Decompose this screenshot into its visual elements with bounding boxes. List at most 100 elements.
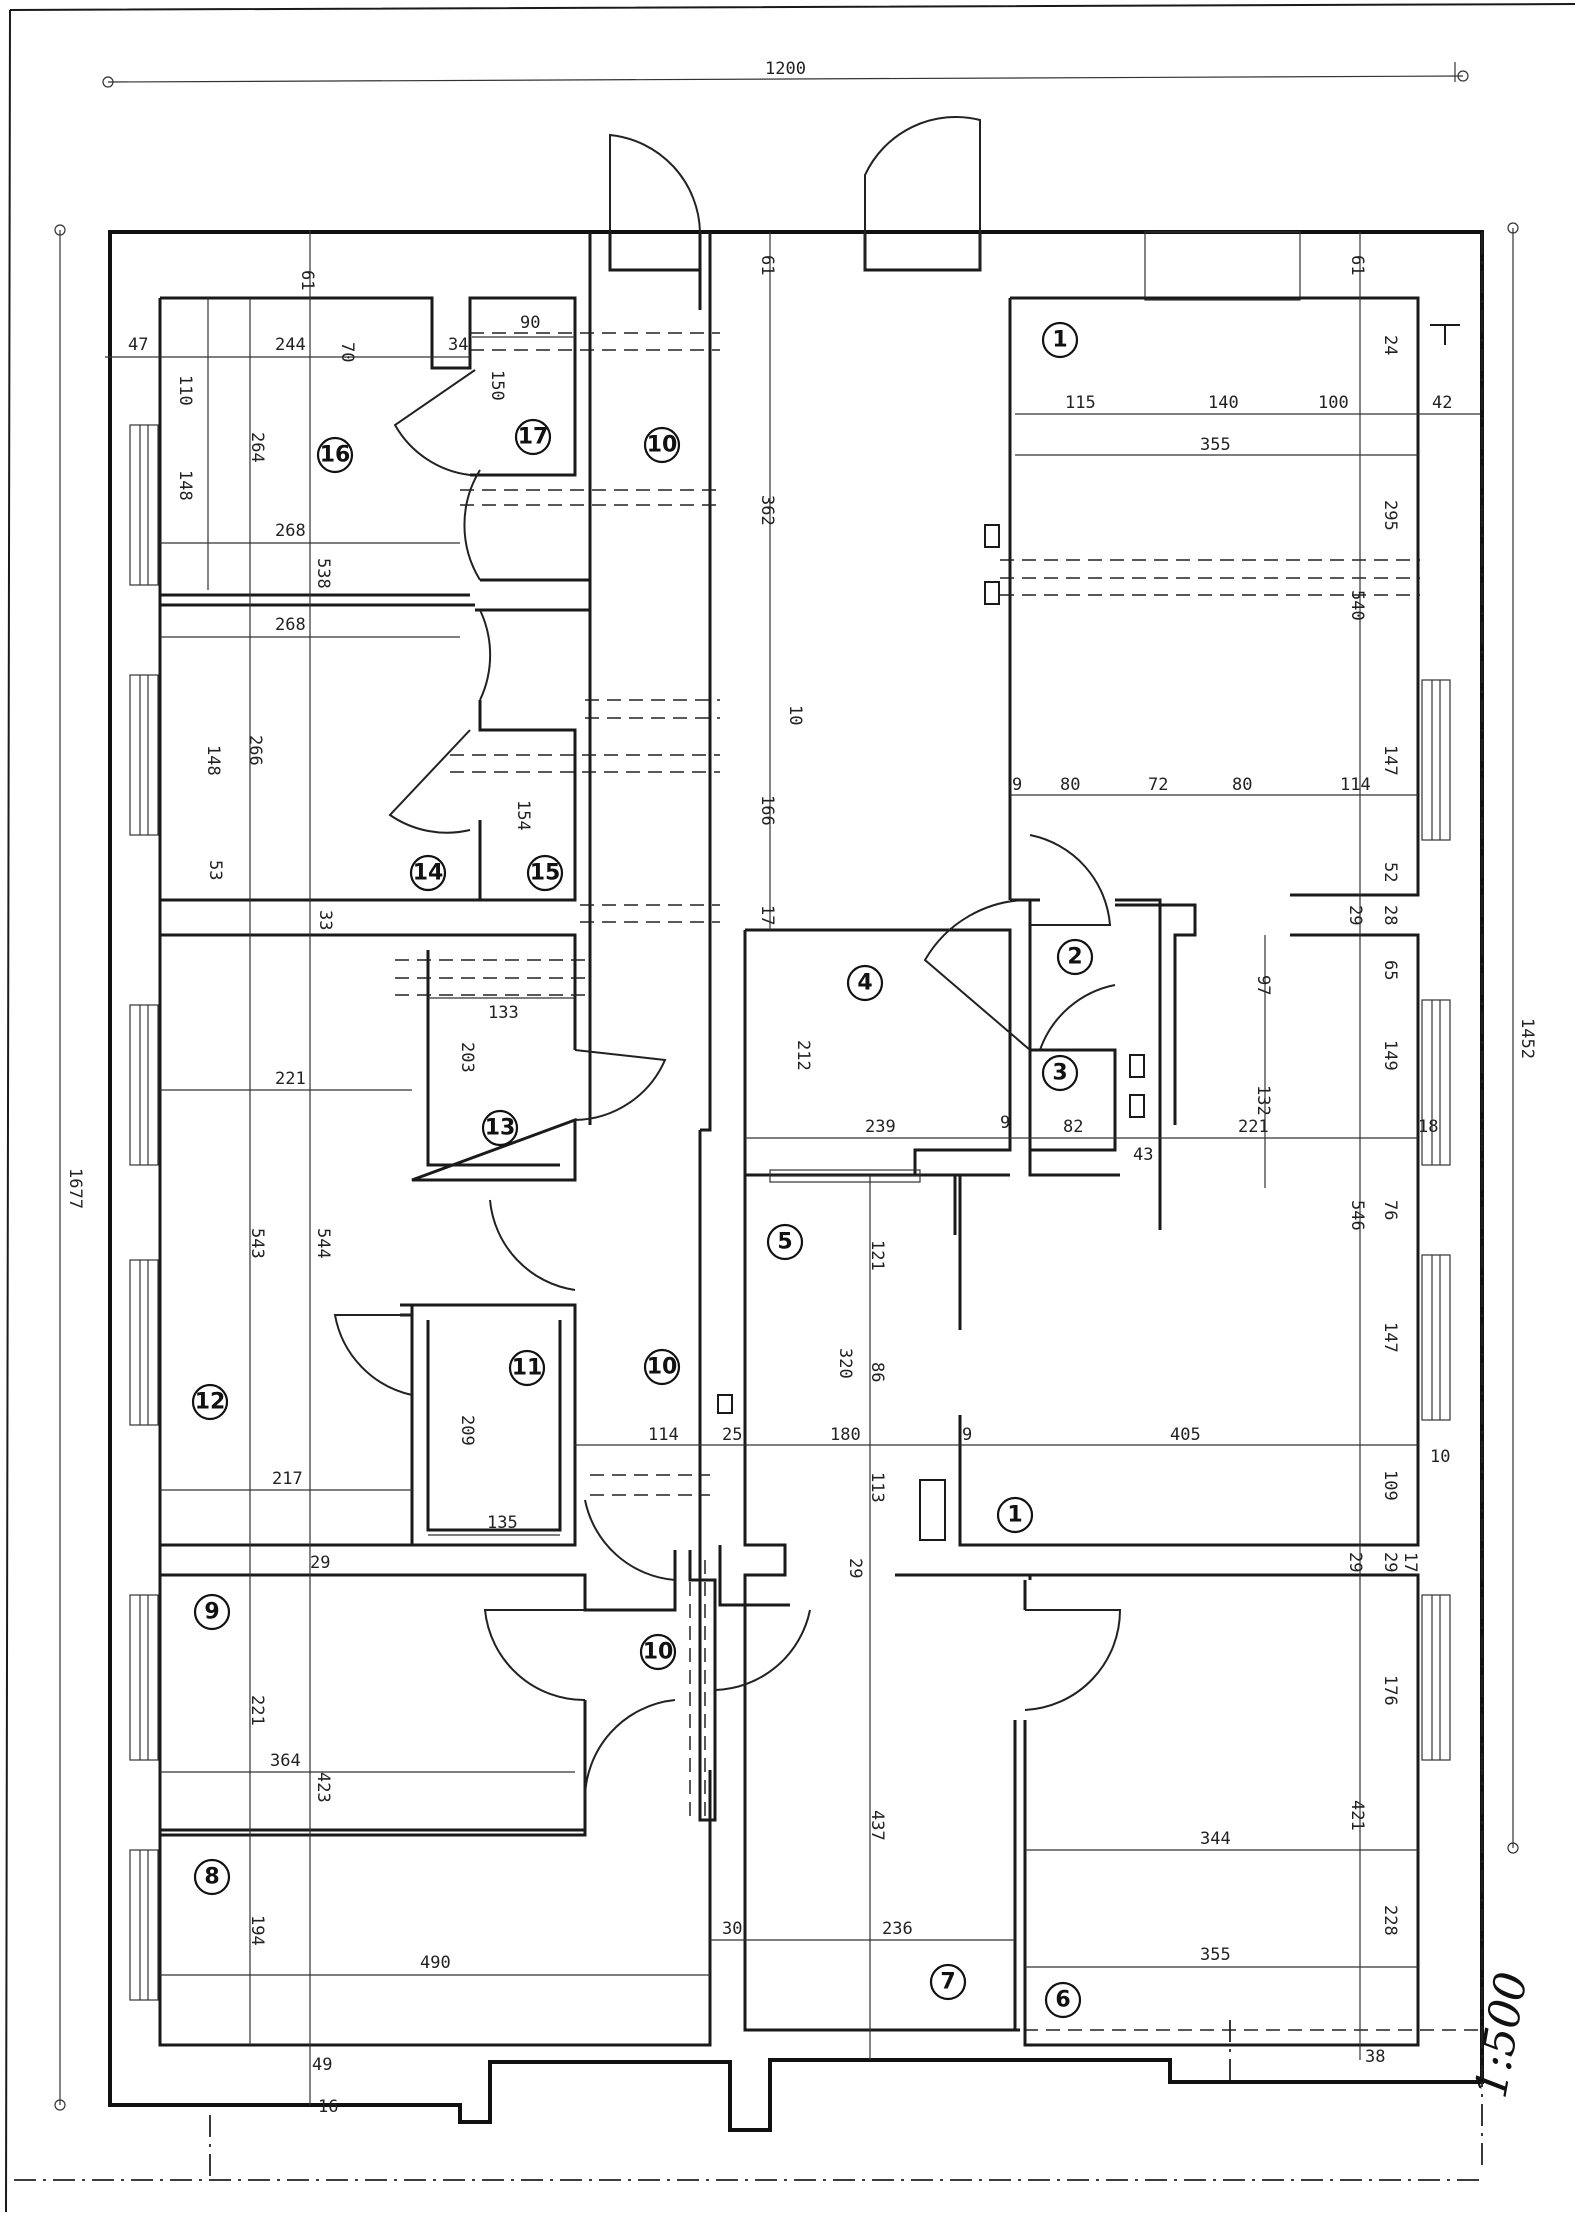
dim-label: 16 (318, 2097, 338, 2117)
room-12-walls (160, 933, 577, 1547)
dim-label: 268 (275, 521, 306, 541)
room-label-11: 11 (508, 1349, 546, 1387)
dim-label: 38 (1365, 2047, 1385, 2067)
dim-label: 212 (793, 1040, 813, 1071)
dim-label: 217 (272, 1469, 303, 1489)
room-11-walls (410, 1303, 577, 1547)
svg-text:13: 13 (485, 1116, 516, 1141)
dim-label: 17 (757, 905, 777, 925)
room-label-16: 16 (316, 436, 354, 474)
svg-text:6: 6 (1055, 1988, 1070, 2013)
dim-label: 47 (128, 335, 148, 355)
room-label-10-bottom: 10 (639, 1633, 677, 1671)
dim-label: 76 (1380, 1200, 1400, 1220)
dim-label: 29 (310, 1553, 330, 1573)
room-3-walls (1030, 1048, 1117, 1152)
dim-label: 543 (247, 1228, 267, 1259)
room-label-2: 2 (1056, 938, 1094, 976)
svg-text:2: 2 (1067, 945, 1082, 970)
room-1-top-walls (1008, 296, 1420, 1175)
dim-label: 9 (1012, 775, 1022, 795)
svg-text:12: 12 (195, 1390, 226, 1415)
dim-label: 29 (1345, 905, 1365, 925)
windows-right (1144, 231, 1451, 1761)
dim-label: 268 (275, 615, 306, 635)
beam-lines (395, 332, 1420, 1820)
small-features (717, 324, 1460, 1541)
dim-label: 239 (865, 1117, 896, 1137)
dim-label: 135 (487, 1513, 518, 1533)
room-label-1-large: 1 (996, 1496, 1034, 1534)
dim-label: 148 (203, 745, 223, 776)
room-label-12: 12 (191, 1383, 229, 1421)
dim-label: 29 (1380, 1552, 1400, 1572)
svg-text:9: 9 (204, 1600, 219, 1625)
dim-label: 17 (1400, 1552, 1420, 1572)
dim-label: 61 (297, 270, 317, 290)
sheet-border (5, 3, 1576, 2213)
window-strip-4-5 (769, 1169, 921, 1183)
dim-label: 221 (247, 1695, 267, 1726)
dim-label: 1200 (765, 59, 806, 79)
dim-label: 244 (275, 335, 306, 355)
dim-label: 10 (1430, 1447, 1450, 1467)
dim-label: 490 (420, 1953, 451, 1973)
dim-label: 70 (337, 342, 357, 362)
dim-label: 29 (1345, 1552, 1365, 1572)
corridor-10-walls (588, 232, 712, 1610)
room-6-walls (900, 1573, 1420, 2047)
dim-label: 140 (1208, 393, 1239, 413)
corridor-10-lower (583, 1550, 717, 1822)
room-label-13: 13 (481, 1109, 519, 1147)
dim-label: 42 (1432, 393, 1452, 413)
dim-label: 28 (1380, 905, 1400, 925)
svg-text:10: 10 (647, 1355, 678, 1380)
room-label-3: 3 (1041, 1054, 1079, 1092)
dim-label: 546 (1347, 1200, 1367, 1231)
room-label-10-top: 10 (643, 426, 681, 464)
room-label-8: 8 (193, 1858, 231, 1896)
dim-label: 34 (448, 335, 468, 355)
dim-label: 221 (275, 1069, 306, 1089)
dim-label: 154 (513, 800, 533, 831)
dim-label: 133 (488, 1003, 519, 1023)
room-label-7: 7 (929, 1963, 967, 2001)
property-boundary (14, 232, 1483, 2181)
room-label-17: 17 (514, 418, 552, 456)
dim-label: 203 (457, 1042, 477, 1073)
room-17-walls (470, 296, 577, 477)
svg-text:10: 10 (647, 433, 678, 458)
dim-label: 362 (757, 495, 777, 526)
dim-label: 538 (313, 558, 333, 589)
svg-text:5: 5 (777, 1230, 792, 1255)
dim-label: 9 (1000, 1113, 1010, 1133)
dim-label: 29 (845, 1558, 865, 1578)
dimension-overall-width: 1200 (102, 59, 1469, 88)
dim-label: 295 (1380, 500, 1400, 531)
dim-label: 52 (1380, 862, 1400, 882)
dim-label: 421 (1347, 1800, 1367, 1831)
room-7-walls (743, 1573, 1030, 2032)
room-1-large-walls (958, 933, 1420, 1547)
dim-label: 264 (247, 432, 267, 463)
dim-label: 355 (1200, 435, 1231, 455)
dim-label: 221 (1238, 1117, 1269, 1137)
dimension-lines (105, 230, 1480, 2105)
dim-label: 18 (1418, 1117, 1438, 1137)
dim-label: 209 (457, 1415, 477, 1446)
room-2-walls (1028, 900, 1197, 1177)
scale-label: 1:500 (1466, 1968, 1538, 2102)
dim-label: 150 (487, 370, 507, 401)
entry-walls (608, 232, 982, 272)
room-label-14: 14 (409, 854, 447, 892)
dim-label: 228 (1380, 1905, 1400, 1936)
dim-label: 149 (1380, 1040, 1400, 1071)
svg-text:10: 10 (643, 1640, 674, 1665)
dim-label: 1452 (1517, 1018, 1537, 1059)
dim-label: 132 (1253, 1085, 1273, 1116)
dimension-overall-height-right: 1452 (1507, 222, 1537, 1854)
dim-label: 86 (867, 1362, 887, 1382)
dim-label: 97 (1253, 975, 1273, 995)
dim-label: 9 (962, 1425, 972, 1445)
